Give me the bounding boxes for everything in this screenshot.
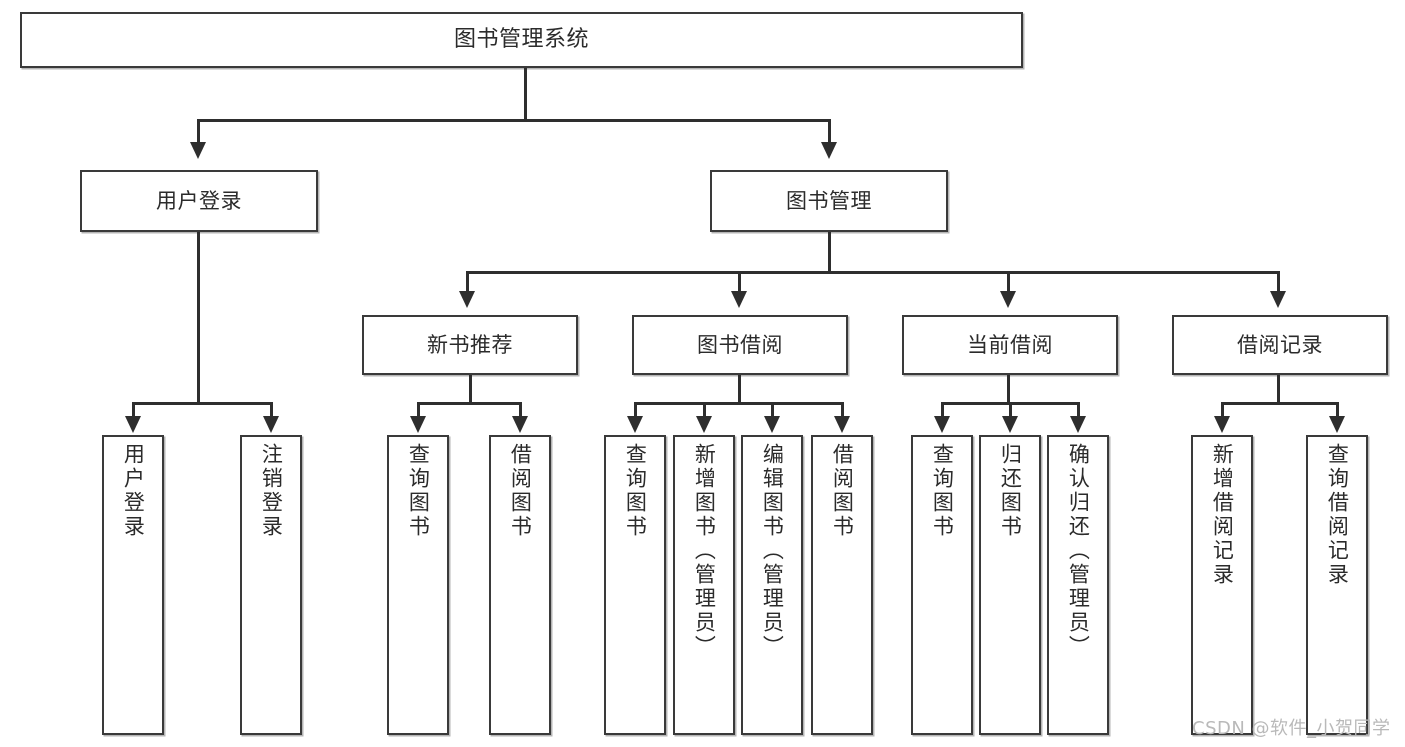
arrowhead-current-leaf-3 [1070, 416, 1086, 433]
node-label: 用户登录 [156, 188, 242, 213]
leaf-borrow-add-book-admin[interactable]: 新增图书（管理员） [673, 435, 735, 735]
leaf-borrow-borrow-book[interactable]: 借阅图书 [811, 435, 873, 735]
node-label: 新增图书（管理员） [692, 443, 717, 659]
node-new-book-recommend[interactable]: 新书推荐 [362, 315, 578, 375]
connector-l3-drop-2 [738, 271, 741, 291]
leaf-record-add-record[interactable]: 新增借阅记录 [1191, 435, 1253, 735]
connector-root-drop-right [828, 119, 831, 143]
connector-recommend-drop-1 [417, 402, 420, 416]
connector-user-login-drop-2 [270, 402, 273, 416]
connector-current-drop-3 [1077, 402, 1080, 416]
arrowhead-book-management [821, 142, 837, 159]
connector-root-bar [197, 119, 830, 122]
node-label: 确认归还（管理员） [1066, 443, 1091, 659]
connector-current-stem [1007, 375, 1010, 404]
arrowhead-leaf-logout [263, 416, 279, 433]
node-label: 当前借阅 [967, 332, 1053, 357]
arrowhead-current-leaf-1 [934, 416, 950, 433]
node-label: 编辑图书（管理员） [760, 443, 785, 659]
node-label: 图书借阅 [697, 332, 783, 357]
node-label: 查询借阅记录 [1325, 443, 1350, 587]
connector-record-drop-2 [1336, 402, 1339, 416]
arrowhead-borrow-record [1270, 291, 1286, 308]
connector-borrow-drop-3 [771, 402, 774, 416]
leaf-recommend-query-book[interactable]: 查询图书 [387, 435, 449, 735]
connector-recommend-stem [469, 375, 472, 404]
arrowhead-borrow-leaf-1 [627, 416, 643, 433]
arrowhead-record-leaf-1 [1214, 416, 1230, 433]
node-label: 图书管理系统 [453, 27, 589, 53]
csdn-watermark: CSDN @软件_小贺同学 [1192, 718, 1391, 739]
connector-user-login-stem [197, 232, 200, 404]
node-label: 归还图书 [998, 443, 1023, 539]
node-label: 查询图书 [623, 443, 648, 539]
connector-borrow-drop-2 [703, 402, 706, 416]
node-label: 用户登录 [121, 443, 146, 539]
connector-user-login-drop-1 [132, 402, 135, 416]
node-label: 查询图书 [930, 443, 955, 539]
arrowhead-current-borrow [1000, 291, 1016, 308]
node-current-borrow[interactable]: 当前借阅 [902, 315, 1118, 375]
node-label: 图书管理 [786, 188, 872, 213]
node-user-login[interactable]: 用户登录 [80, 170, 318, 232]
leaf-current-confirm-return-admin[interactable]: 确认归还（管理员） [1047, 435, 1109, 735]
leaf-borrow-edit-book-admin[interactable]: 编辑图书（管理员） [741, 435, 803, 735]
arrowhead-recommend-leaf-2 [512, 416, 528, 433]
node-label: 新书推荐 [427, 332, 513, 357]
arrowhead-current-leaf-2 [1002, 416, 1018, 433]
arrowhead-record-leaf-2 [1329, 416, 1345, 433]
connector-borrow-drop-1 [634, 402, 637, 416]
arrowhead-new-book-recommend [459, 291, 475, 308]
connector-borrow-stem [738, 375, 741, 404]
connector-l3-drop-3 [1007, 271, 1010, 291]
arrowhead-book-borrow [731, 291, 747, 308]
arrowhead-leaf-user-login [125, 416, 141, 433]
arrowhead-borrow-leaf-2 [696, 416, 712, 433]
node-label: 查询图书 [406, 443, 431, 539]
node-label: 借阅图书 [508, 443, 533, 539]
connector-root-stem [524, 68, 527, 121]
connector-record-stem [1277, 375, 1280, 404]
arrowhead-borrow-leaf-3 [764, 416, 780, 433]
connector-recommend-drop-2 [519, 402, 522, 416]
connector-borrow-drop-4 [841, 402, 844, 416]
node-label: 借阅图书 [830, 443, 855, 539]
leaf-logout[interactable]: 注销登录 [240, 435, 302, 735]
node-root-book-management-system[interactable]: 图书管理系统 [20, 12, 1023, 68]
node-label: 新增借阅记录 [1210, 443, 1235, 587]
leaf-recommend-borrow-book[interactable]: 借阅图书 [489, 435, 551, 735]
arrowhead-user-login [190, 142, 206, 159]
connector-l3-drop-4 [1277, 271, 1280, 291]
connector-l3-drop-1 [466, 271, 469, 291]
leaf-user-login[interactable]: 用户登录 [102, 435, 164, 735]
connector-borrow-bar [634, 402, 844, 405]
connector-record-drop-1 [1221, 402, 1224, 416]
connector-current-drop-1 [941, 402, 944, 416]
node-label: 借阅记录 [1237, 332, 1323, 357]
connector-record-bar [1221, 402, 1339, 405]
connector-book-management-bar [466, 271, 1280, 274]
arrowhead-borrow-leaf-4 [834, 416, 850, 433]
node-book-management[interactable]: 图书管理 [710, 170, 948, 232]
leaf-record-query-record[interactable]: 查询借阅记录 [1306, 435, 1368, 735]
connector-current-drop-2 [1009, 402, 1012, 416]
arrowhead-recommend-leaf-1 [410, 416, 426, 433]
node-book-borrow[interactable]: 图书借阅 [632, 315, 848, 375]
connector-root-drop-left [197, 119, 200, 143]
leaf-current-return-book[interactable]: 归还图书 [979, 435, 1041, 735]
connector-book-management-stem [828, 232, 831, 273]
connector-user-login-bar [132, 402, 272, 405]
connector-recommend-bar [417, 402, 522, 405]
node-borrow-record[interactable]: 借阅记录 [1172, 315, 1388, 375]
leaf-current-query-book[interactable]: 查询图书 [911, 435, 973, 735]
node-label: 注销登录 [259, 443, 284, 539]
leaf-borrow-query-book[interactable]: 查询图书 [604, 435, 666, 735]
